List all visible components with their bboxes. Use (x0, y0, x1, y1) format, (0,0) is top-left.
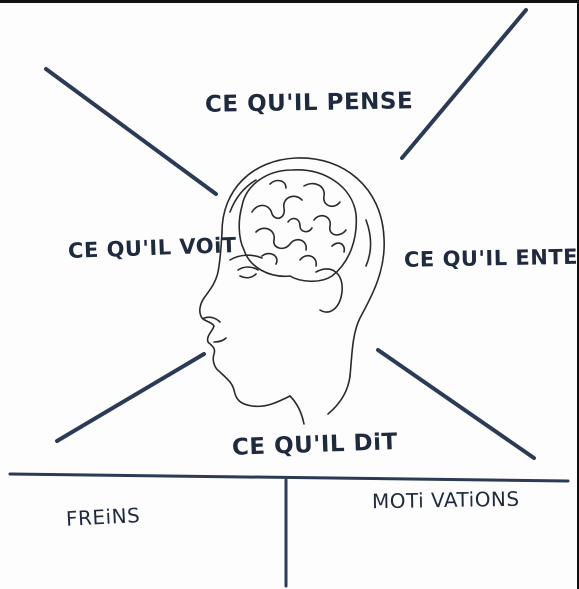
divider-bottom-right (378, 350, 534, 458)
quadrant-label-pense: CE QU'IL PENSE (205, 88, 414, 118)
divider-top-left (46, 69, 216, 194)
horizontal-separator (10, 474, 568, 481)
panel-label-freins: FREiNS (65, 503, 140, 531)
head-profile-icon (200, 158, 384, 424)
quadrant-label-entend: CE QU'IL ENTEND (404, 244, 579, 272)
panel-label-motivations: MOTi VATiONS (372, 487, 520, 514)
divider-top-right (402, 10, 526, 158)
divider-bottom-left (57, 354, 204, 441)
